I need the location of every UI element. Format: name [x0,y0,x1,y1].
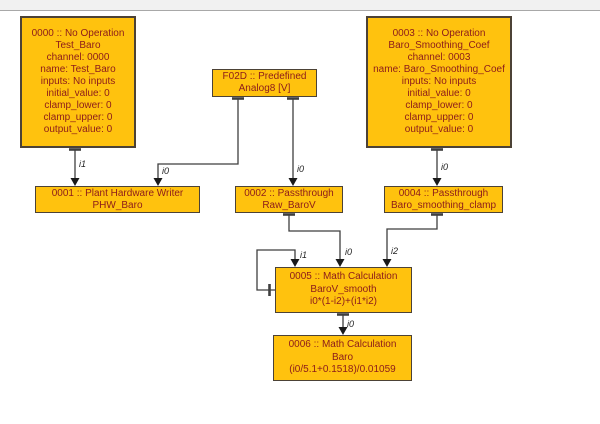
node-line: clamp_lower: 0 [405,100,473,111]
edge-0005-feedback: i1 [256,249,307,296]
node-line: channel: 0000 [46,52,110,63]
node-0006-math-calculation[interactable]: 0006 :: Math Calculation Baro (i0/5.1+0.… [273,335,412,381]
edge-0003-to-0004: i0 [431,148,448,186]
node-0004-passthrough[interactable]: 0004 :: Passthrough Baro_smoothing_clamp [384,186,503,213]
edge-label: i1 [79,159,86,169]
node-line: clamp_upper: 0 [404,112,474,123]
edge-label: i0 [162,166,169,176]
node-line: name: Test_Baro [40,64,116,75]
node-line: 0004 :: Passthrough [398,187,489,199]
edge-label: i1 [300,250,307,260]
edge-0002-to-0005: i0 [283,213,352,267]
node-line: clamp_lower: 0 [44,100,112,111]
edge-label: i0 [345,247,352,257]
node-line: Baro [331,351,354,363]
node-0001-plant-hardware-writer[interactable]: 0001 :: Plant Hardware Writer PHW_Baro [35,186,200,213]
node-line: 0002 :: Passthrough [244,187,334,199]
node-line: (i0/5.1+0.1518)/0.01059 [289,364,396,376]
node-line: inputs: No inputs [40,76,116,87]
node-line: i0*(1-i2)+(i1*i2) [310,296,377,308]
node-line: channel: 0003 [407,52,471,63]
node-line: F02D :: Predefined [222,71,307,82]
edge-0000-to-0001: i1 [69,148,86,186]
window-top-strip [0,0,600,11]
node-line: output_value: 0 [43,124,113,135]
node-line: Raw_BaroV [262,199,316,211]
edge-f02d-to-0001: i0 [153,97,244,186]
edge-0005-to-0006: i0 [337,313,354,335]
node-0003-no-operation[interactable]: 0003 :: No Operation Baro_Smoothing_Coef… [366,16,512,148]
node-line: inputs: No inputs [401,76,477,87]
node-line: initial_value: 0 [46,88,110,99]
edge-0004-to-0005: i2 [382,213,443,267]
node-line: 0003 :: No Operation [392,28,486,39]
node-f02d-predefined[interactable]: F02D :: Predefined Analog8 [V] [212,69,317,97]
edge-f02d-to-0002: i0 [287,97,304,186]
node-0002-passthrough[interactable]: 0002 :: Passthrough Raw_BaroV [235,186,343,213]
node-line: 0000 :: No Operation [31,28,125,39]
edge-label: i2 [391,246,398,256]
node-line: Baro_smoothing_clamp [390,199,497,211]
edge-label: i0 [441,162,448,172]
node-line: PHW_Baro [92,199,143,211]
edge-label: i0 [297,164,304,174]
node-line: BaroV_smooth [310,283,377,295]
node-0005-math-calculation[interactable]: 0005 :: Math Calculation BaroV_smooth i0… [275,267,412,313]
node-line: 0001 :: Plant Hardware Writer [51,187,184,199]
node-line: name: Baro_Smoothing_Coef [373,64,505,75]
node-0000-no-operation[interactable]: 0000 :: No Operation Test_Baro channel: … [20,16,136,148]
node-line: 0006 :: Math Calculation [288,339,397,351]
node-line: 0005 :: Math Calculation [289,271,398,283]
node-line: output_value: 0 [404,124,474,135]
node-line: Baro_Smoothing_Coef [388,40,490,51]
node-line: initial_value: 0 [407,88,471,99]
node-line: Analog8 [V] [238,83,291,94]
node-line: clamp_upper: 0 [43,112,113,123]
edge-label: i0 [347,319,354,329]
node-line: Test_Baro [55,40,101,51]
